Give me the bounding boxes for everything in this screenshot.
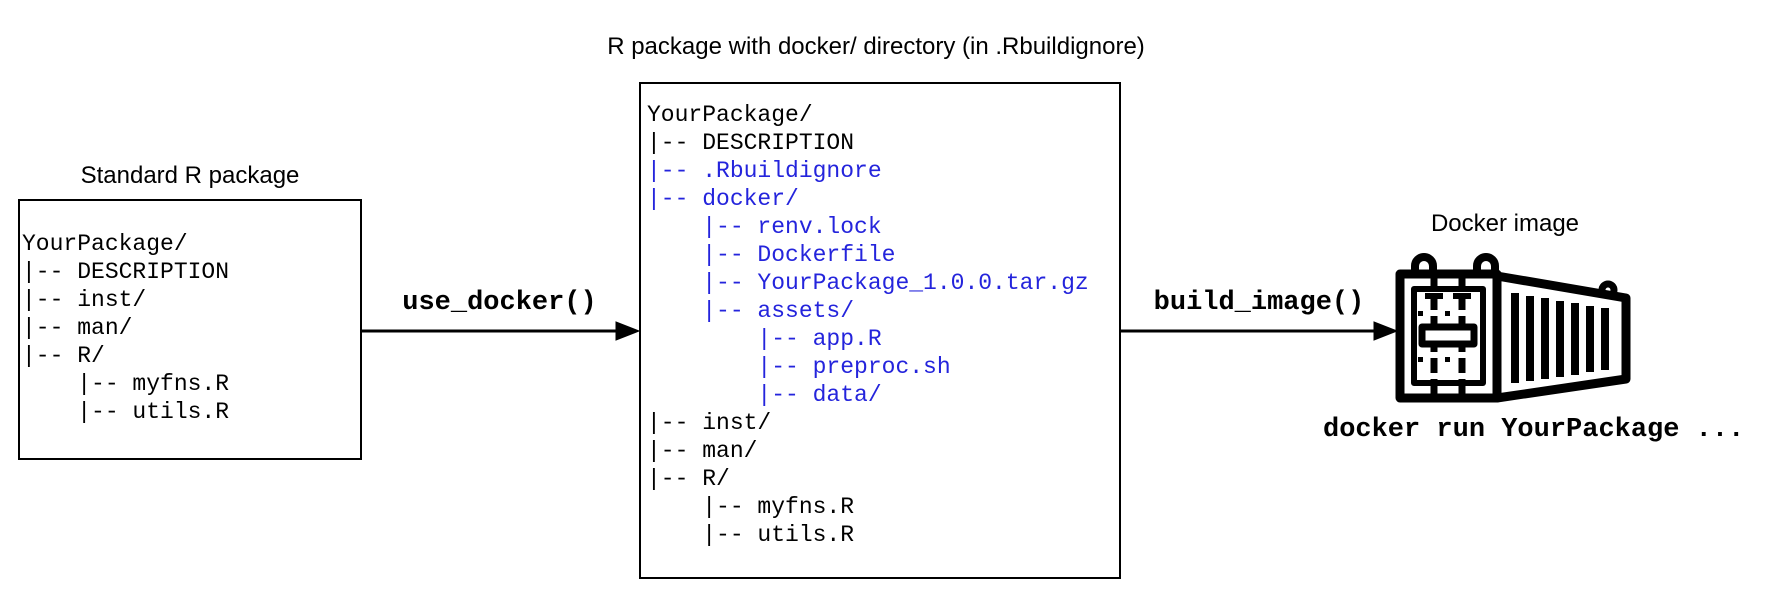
arrow-build-image-icon [1121, 321, 1399, 341]
build-image-label: build_image() [1153, 288, 1365, 318]
middle-file-tree: YourPackage/|-- DESCRIPTION|-- .Rbuildig… [641, 84, 1119, 549]
use-docker-label: use_docker() [402, 288, 597, 318]
tree-line: |-- docker/ [647, 186, 799, 212]
tree-line: |-- DESCRIPTION [647, 130, 855, 156]
tree-line: |-- assets/ [647, 298, 855, 324]
left-file-tree: YourPackage/|-- DESCRIPTION|-- inst/|-- … [20, 201, 360, 426]
tree-line: |-- data/ [647, 382, 882, 408]
tree-line: |-- R/ [647, 466, 730, 492]
left-box-title: Standard R package [80, 162, 300, 189]
tree-line: |-- inst/ [22, 287, 147, 313]
arrow-use-docker-icon [362, 321, 641, 341]
tree-line: YourPackage/ [647, 102, 813, 128]
docker-image-title: Docker image [1430, 210, 1580, 237]
tree-line: |-- utils.R [22, 399, 230, 425]
tree-line: |-- myfns.R [647, 494, 855, 520]
shipping-container-icon [1395, 253, 1631, 403]
tree-line: |-- R/ [22, 343, 105, 369]
tree-line: |-- DESCRIPTION [22, 259, 230, 285]
tree-line: |-- man/ [22, 315, 133, 341]
tree-line: |-- inst/ [647, 410, 772, 436]
tree-line: |-- utils.R [647, 522, 855, 548]
standard-package-box: YourPackage/|-- DESCRIPTION|-- inst/|-- … [18, 199, 362, 460]
docker-run-caption: docker run YourPackage ... [1323, 415, 1745, 445]
tree-line: |-- YourPackage_1.0.0.tar.gz [647, 270, 1089, 296]
tree-line: YourPackage/ [22, 231, 188, 257]
tree-line: |-- app.R [647, 326, 882, 352]
tree-line: |-- Dockerfile [647, 242, 896, 268]
tree-line: |-- preproc.sh [647, 354, 951, 380]
tree-line: |-- renv.lock [647, 214, 882, 240]
tree-line: |-- man/ [647, 438, 758, 464]
tree-line: |-- .Rbuildignore [647, 158, 882, 184]
docker-package-box: YourPackage/|-- DESCRIPTION|-- .Rbuildig… [639, 82, 1121, 579]
tree-line: |-- myfns.R [22, 371, 230, 397]
middle-box-title: R package with docker/ directory (in .Rb… [607, 33, 1145, 60]
